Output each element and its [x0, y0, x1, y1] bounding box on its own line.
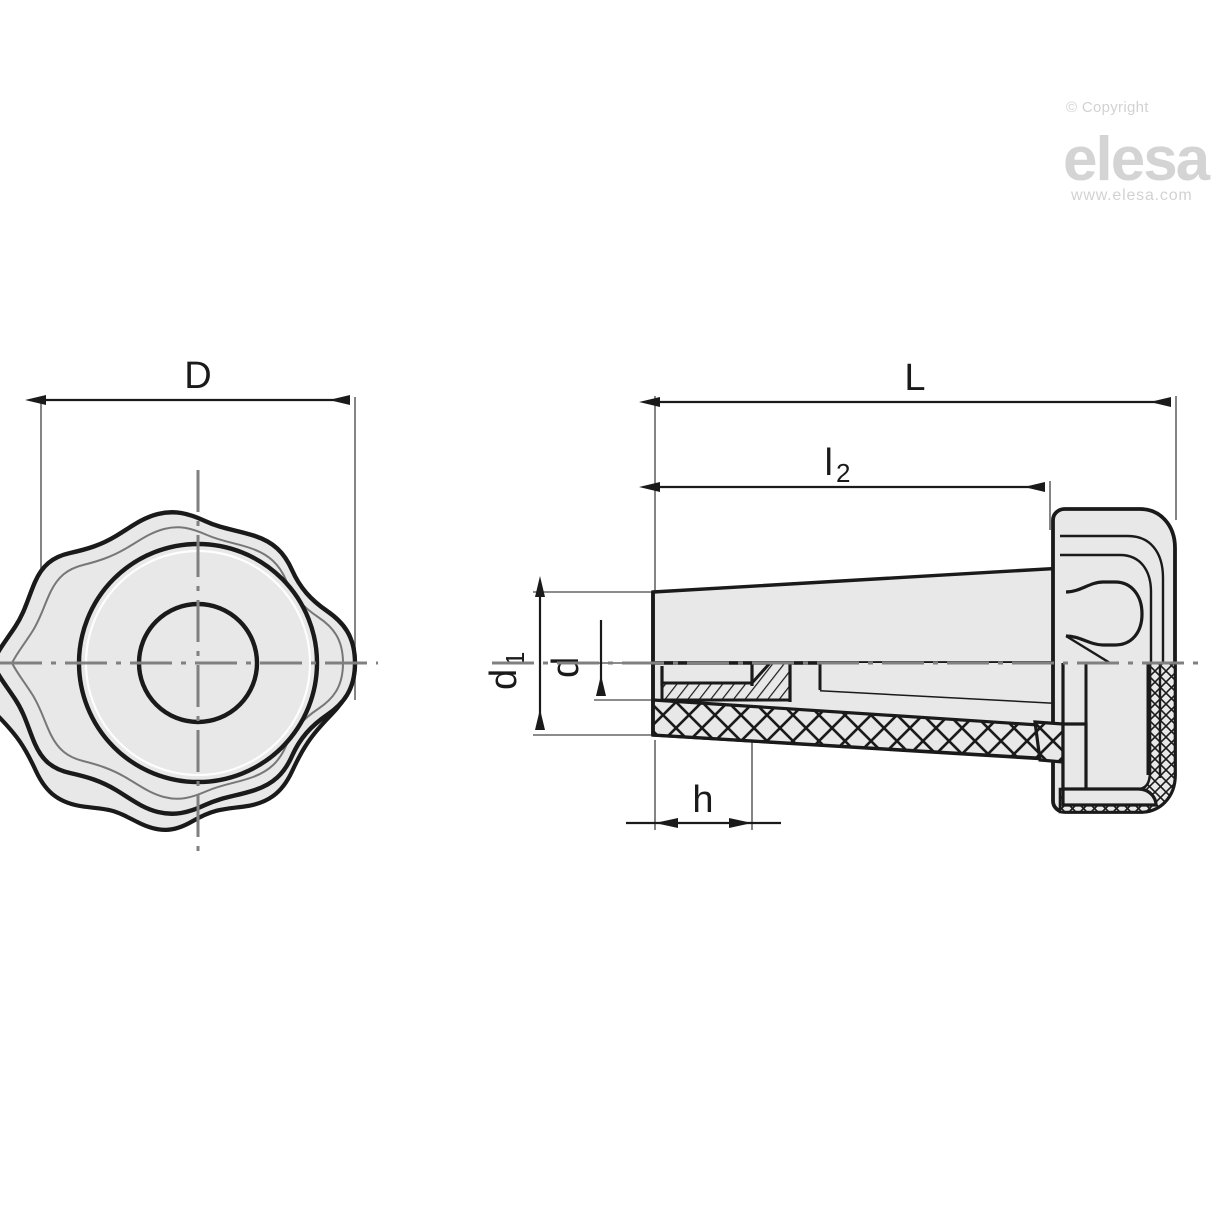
cap-lobe-inner-pocket [1065, 580, 1144, 647]
stud-taper-upper [651, 566, 1065, 665]
cap-lobe-profile-outer [1060, 534, 1165, 663]
dim-label-d: d [545, 657, 587, 678]
cap-bottom-transition [1033, 720, 1065, 764]
internal-cavity [820, 663, 1063, 703]
cap-bottom-fillet [1061, 722, 1088, 792]
dim-label-d1: d [483, 669, 525, 690]
watermark-copyright: © Copyright [1066, 99, 1149, 116]
dim-label-d1-group: d 1 [483, 652, 530, 690]
watermark-brand: elesa [1063, 125, 1211, 194]
cap-rib-taper-line [1065, 634, 1111, 665]
cap-lobe-profile-mid [1060, 553, 1153, 663]
dim-label-D: D [184, 355, 211, 397]
dim-label-l2: l [825, 442, 833, 484]
dim-arrow-h-right [729, 818, 752, 828]
watermark-elesa: © Copyright elesa www.elesa.com [1063, 99, 1213, 204]
front-view: D [0, 355, 378, 856]
dim-label-h: h [692, 779, 713, 821]
watermark-url: www.elesa.com [1070, 187, 1193, 204]
dim-arrow-h-left [655, 818, 678, 828]
side-section-view: L l 2 d 1 d h [483, 357, 1205, 830]
cap-foot [1061, 787, 1158, 807]
dim-label-L: L [904, 357, 925, 399]
dim-label-l2-subscript: 2 [836, 458, 850, 488]
dim-label-d-group: d [545, 657, 587, 678]
